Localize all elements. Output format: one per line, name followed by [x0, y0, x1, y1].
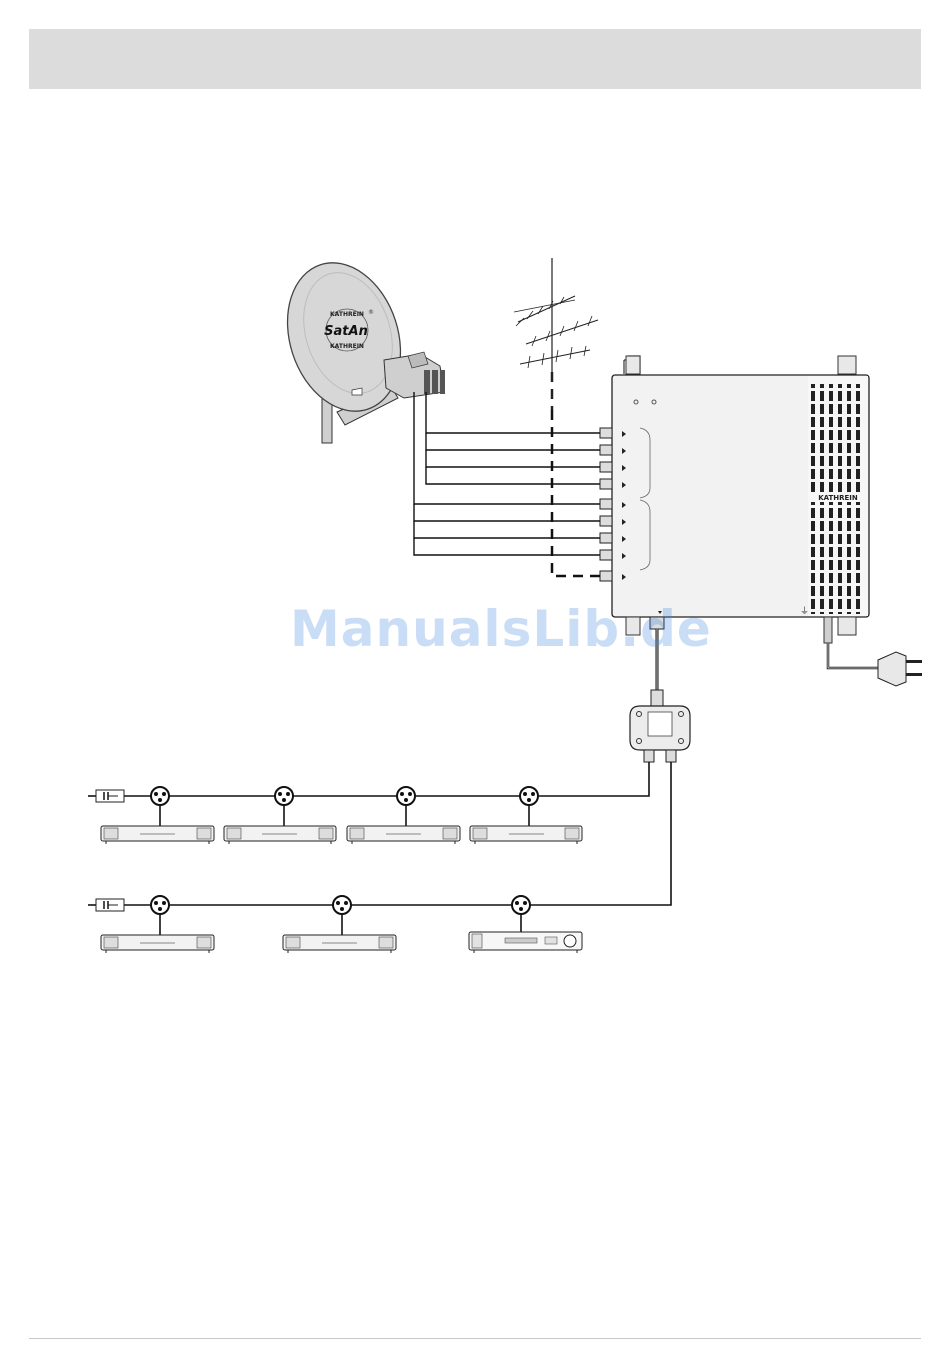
receiver-icon [283, 935, 396, 953]
terminator-resistor-icon [96, 790, 124, 911]
dish-brand-main: SatAn [324, 324, 368, 339]
wall-outlet-icon [151, 787, 538, 914]
tv-receiver-icon [469, 932, 582, 953]
multiswitch-brand: KATHREIN [818, 494, 858, 502]
branch-lines [88, 762, 671, 935]
trunk-cable [651, 629, 663, 706]
satellite-dish: KATHREIN SatAn KATHREIN ® [269, 248, 445, 443]
multiswitch: KATHREIN ⏚ [600, 356, 869, 635]
terrestrial-cable [552, 410, 600, 576]
receiver-icon [224, 826, 336, 844]
power-plug-icon [878, 652, 922, 686]
receiver-row-1 [101, 826, 582, 844]
lnb-cables [414, 392, 600, 555]
ground-symbol-icon: ⏚ [800, 606, 809, 617]
receiver-row-2 [101, 932, 582, 953]
terrestrial-antenna [514, 258, 598, 410]
receiver-icon [470, 826, 582, 844]
receiver-icon [347, 826, 460, 844]
outlet-pin-marks [154, 792, 535, 911]
splitter [630, 706, 690, 762]
dish-registered-mark: ® [368, 309, 374, 316]
receiver-icon [101, 826, 214, 844]
dish-brand-bottom: KATHREIN [330, 343, 364, 350]
dish-brand-top: KATHREIN [330, 311, 364, 318]
footer-rule [29, 1338, 921, 1339]
receiver-icon [101, 935, 214, 953]
